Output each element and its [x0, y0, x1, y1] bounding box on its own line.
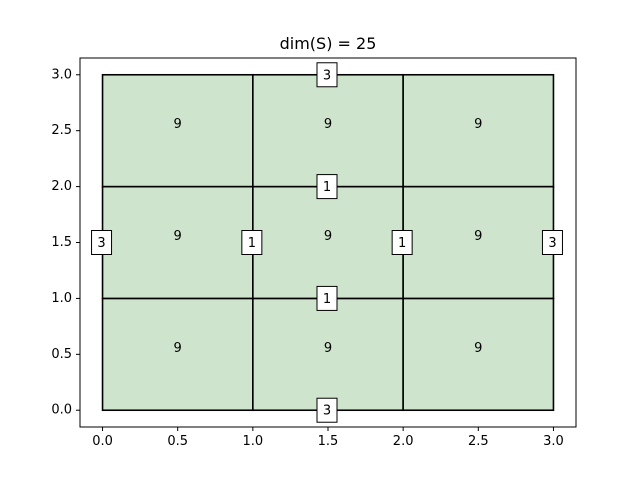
edge-label-text: 1	[323, 180, 331, 195]
cell-label: 9	[324, 229, 332, 244]
edge-label: 1	[241, 230, 263, 255]
y-tick-label: 2.0	[51, 179, 72, 194]
edge-label: 3	[541, 230, 563, 255]
edge-label-text: 3	[323, 404, 331, 419]
x-tick-label: 0.0	[92, 434, 113, 449]
y-tick-label: 3.0	[51, 67, 72, 82]
edge-label-text: 1	[248, 236, 256, 251]
grid-cell	[252, 73, 404, 188]
edge-label: 3	[316, 397, 338, 423]
x-tick-label: 1.5	[318, 434, 339, 449]
cells-layer	[101, 73, 555, 412]
y-tick-label: 0.5	[51, 347, 72, 362]
edge-label: 3	[316, 62, 338, 88]
chart-title: dim(S) = 25	[280, 34, 377, 53]
edge-label-box	[316, 174, 338, 200]
cell-label: 9	[174, 229, 182, 244]
x-tick-label: 1.0	[243, 434, 264, 449]
y-tick-label: 1.5	[51, 235, 72, 250]
cell-label: 9	[474, 117, 482, 132]
edge-label-box	[91, 230, 113, 255]
edge-label-box	[391, 230, 413, 255]
x-axis: 0.0 0.5 1.0 1.5 2.0 2.5 3.0	[92, 427, 564, 449]
x-tick-label: 3.0	[543, 434, 564, 449]
grid-cell	[402, 297, 555, 412]
y-tick-label: 0.0	[51, 403, 72, 418]
cell-label: 9	[174, 341, 182, 356]
y-tick-label: 1.0	[51, 291, 72, 306]
grid-cell	[402, 185, 555, 300]
x-tick-label: 2.5	[468, 434, 489, 449]
grid-cell	[101, 185, 254, 300]
x-tick-label: 2.0	[393, 434, 414, 449]
edge-label-text: 1	[323, 292, 331, 307]
edge-label-box	[316, 397, 338, 423]
edge-label-text: 3	[548, 236, 556, 251]
edge-labels-layer: 3 1 1 3 3 1 1 3	[91, 62, 563, 423]
cell-label: 9	[324, 341, 332, 356]
y-tick-label: 2.5	[51, 123, 72, 138]
cell-label: 9	[474, 229, 482, 244]
cell-label: 9	[174, 117, 182, 132]
edge-label-box	[316, 62, 338, 88]
edge-label-box	[541, 230, 563, 255]
edge-label-box	[316, 285, 338, 311]
cell-label: 9	[324, 117, 332, 132]
edge-label: 3	[91, 230, 113, 255]
cell-label: 9	[474, 341, 482, 356]
grid-cell	[101, 297, 254, 412]
grid-cell	[402, 73, 555, 188]
edge-label: 1	[316, 174, 338, 200]
edge-label-box	[241, 230, 263, 255]
cell-labels-layer: 9 9 9 9 9 9 9 9 9	[174, 117, 483, 356]
edge-label-text: 1	[398, 236, 406, 251]
edge-label: 1	[391, 230, 413, 255]
y-axis: 0.0 0.5 1.0 1.5 2.0 2.5 3.0	[51, 67, 80, 418]
x-tick-label: 0.5	[167, 434, 188, 449]
edge-label-text: 3	[97, 236, 105, 251]
grid-cell	[101, 73, 254, 188]
edge-label: 1	[316, 285, 338, 311]
edge-label-text: 3	[323, 68, 331, 83]
